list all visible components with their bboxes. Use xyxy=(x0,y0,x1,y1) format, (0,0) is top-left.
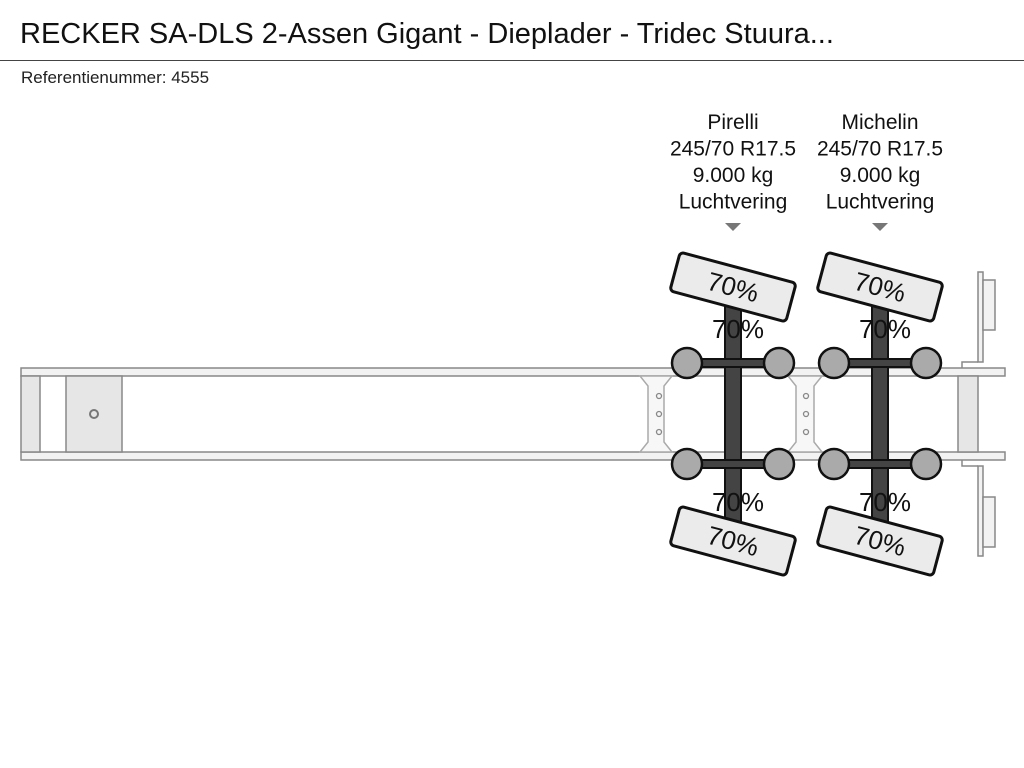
axle-load: 9.000 kg xyxy=(693,164,774,187)
divider xyxy=(0,60,1024,61)
axle-1: Pirelli 245/70 R17.5 9.000 kg Luchtvering 70… xyxy=(669,111,797,577)
axle-load: 9.000 kg xyxy=(840,164,921,187)
page-title: RECKER SA-DLS 2-Assen Gigant - Dieplader… xyxy=(20,18,834,50)
wheel-hub xyxy=(909,346,943,380)
tire-top: 70% xyxy=(816,251,944,323)
tire-bottom-shape xyxy=(669,505,797,577)
wheel-hub xyxy=(909,447,943,481)
axle-suspension: Luchtvering xyxy=(826,191,935,214)
chassis xyxy=(20,271,1006,557)
brake-top: 70% xyxy=(859,314,911,344)
tire-top-shape xyxy=(816,251,944,323)
reference-number: Referentienummer: 4555 xyxy=(21,68,210,87)
axle-tire-size: 245/70 R17.5 xyxy=(817,138,943,161)
tire-bottom: 70% xyxy=(669,505,797,577)
wheel-hub xyxy=(817,447,851,481)
brake-top: 70% xyxy=(712,314,764,344)
axle-tire-size: 245/70 R17.5 xyxy=(670,138,796,161)
brake-bottom: 70% xyxy=(859,487,911,517)
wheel-hub xyxy=(670,447,704,481)
tire-top-shape xyxy=(669,251,797,323)
wheel-hub xyxy=(817,346,851,380)
wheel-hub xyxy=(762,346,796,380)
axle-marker-icon xyxy=(725,223,741,231)
wheel-hub xyxy=(670,346,704,380)
tire-bottom-shape xyxy=(816,505,944,577)
brake-bottom: 70% xyxy=(712,487,764,517)
axle-brand: Michelin xyxy=(841,111,918,134)
tire-bottom: 70% xyxy=(816,505,944,577)
wheel-hub xyxy=(762,447,796,481)
axle-brand: Pirelli xyxy=(707,111,758,134)
axle-marker-icon xyxy=(872,223,888,231)
axle-2: Michelin 245/70 R17.5 9.000 kg Luchtvering 7… xyxy=(816,111,944,577)
axle-suspension: Luchtvering xyxy=(679,191,788,214)
tire-top: 70% xyxy=(669,251,797,323)
